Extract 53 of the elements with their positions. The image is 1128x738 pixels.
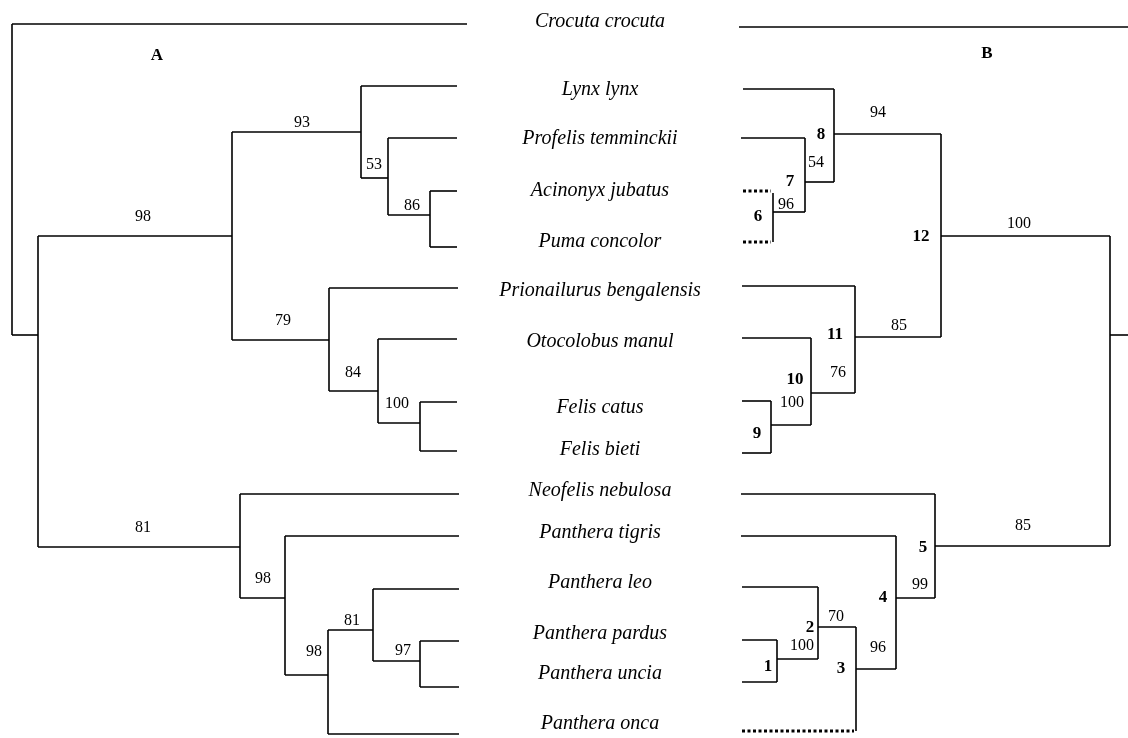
bootstrap-value: 53	[366, 156, 382, 172]
node-number: 1	[763, 656, 773, 674]
bootstrap-value: 94	[870, 104, 886, 120]
node-number: 6	[753, 206, 763, 224]
node-number: 7	[785, 171, 795, 189]
bootstrap-value: 85	[891, 317, 907, 333]
bootstrap-value: 86	[404, 197, 420, 213]
taxon-label: Otocolobus manul	[526, 330, 674, 350]
bootstrap-value: 96	[778, 196, 794, 212]
bootstrap-value: 99	[912, 576, 928, 592]
bootstrap-value: 98	[135, 208, 151, 224]
bootstrap-value: 97	[395, 642, 411, 658]
taxon-label: Felis catus	[556, 396, 644, 416]
bootstrap-value: 100	[385, 395, 409, 411]
node-number: 12	[912, 226, 930, 244]
node-number: 4	[878, 587, 888, 605]
bootstrap-value: 98	[255, 570, 271, 586]
taxon-label: Neofelis nebulosa	[528, 479, 672, 499]
bootstrap-value: 85	[1015, 517, 1031, 533]
bootstrap-value: 76	[830, 364, 846, 380]
taxon-label: Panthera leo	[548, 571, 652, 591]
node-number: 5	[918, 537, 928, 555]
node-number: 3	[836, 658, 846, 676]
node-number: 8	[816, 124, 826, 142]
panel-letter: B	[981, 43, 993, 61]
bootstrap-value: 70	[828, 608, 844, 624]
taxon-label: Puma concolor	[538, 230, 662, 250]
taxon-label: Panthera tigris	[539, 521, 661, 541]
taxon-label: Panthera pardus	[532, 622, 668, 642]
taxon-label: Acinonyx jubatus	[530, 179, 670, 199]
bootstrap-value: 98	[306, 643, 322, 659]
node-number: 11	[826, 324, 844, 342]
bootstrap-value: 100	[790, 637, 814, 653]
bootstrap-value: 84	[345, 364, 361, 380]
node-number: 2	[805, 617, 815, 635]
taxon-label: Lynx lynx	[561, 78, 639, 98]
bootstrap-value: 81	[135, 519, 151, 535]
node-number: 9	[752, 423, 762, 441]
bootstrap-value: 81	[344, 612, 360, 628]
taxon-label: Crocuta crocuta	[534, 10, 666, 30]
taxon-label: Panthera uncia	[538, 662, 662, 682]
node-number: 10	[786, 369, 804, 387]
bootstrap-value: 100	[1007, 215, 1031, 231]
bootstrap-value: 79	[275, 312, 291, 328]
taxon-label: Profelis temminckii	[522, 127, 678, 147]
bootstrap-value: 100	[780, 394, 804, 410]
bootstrap-value: 96	[870, 639, 886, 655]
panel-letter: A	[150, 45, 164, 63]
taxon-label: Panthera onca	[540, 712, 660, 732]
bootstrap-value: 54	[808, 154, 824, 170]
bootstrap-value: 93	[294, 114, 310, 130]
taxon-label: Prionailurus bengalensis	[499, 279, 701, 299]
taxon-label: Felis bieti	[559, 438, 641, 458]
